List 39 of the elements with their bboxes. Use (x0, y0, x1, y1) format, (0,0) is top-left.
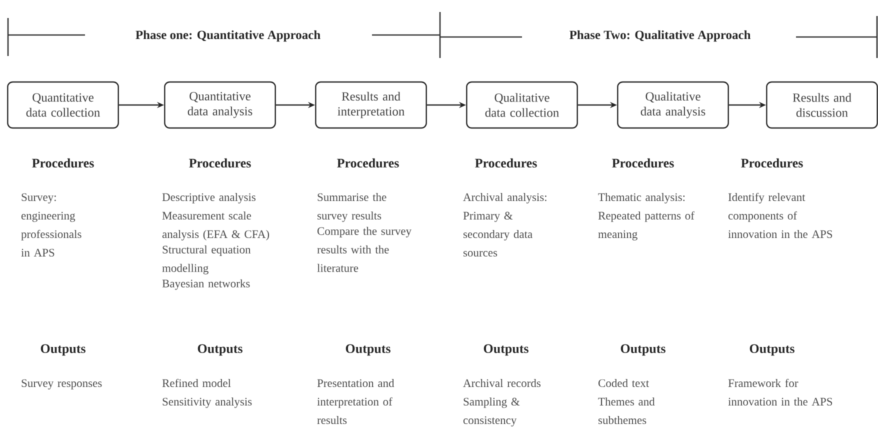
section-heading: Procedures (32, 158, 94, 168)
list-item: Framework for innovation in the APS (728, 378, 832, 406)
list-item: Presentation and interpretation of results (317, 378, 394, 424)
process-box: Quantitative data analysis (164, 81, 276, 129)
section-heading: Procedures (741, 158, 803, 168)
section-heading: Outputs (198, 344, 242, 356)
process-box: Qualitative data collection (466, 81, 578, 129)
list-item: Identify relevant components of innovation in the APS (728, 192, 832, 238)
list-item: Survey: engineering professionals in APS (21, 193, 82, 257)
section-heading: Outputs (484, 344, 528, 356)
section-heading: Procedures (612, 158, 674, 168)
process-box: Qualitative data analysis (617, 81, 729, 129)
list-item: Coded text (598, 378, 650, 388)
process-box: Results and interpretation (315, 81, 427, 129)
list-item: Bayesian networks (162, 279, 250, 290)
process-box: Results and discussion (766, 81, 878, 129)
section-heading: Outputs (40, 344, 86, 356)
list-item: Compare the survey results with the literature (317, 226, 412, 272)
list-item: Sensitivity analysis (162, 397, 252, 408)
list-item: Themes and subthemes (598, 397, 655, 424)
section-heading: Procedures (475, 158, 537, 168)
list-item: Archival analysis: Primary & secondary data sources (463, 192, 546, 257)
section-heading: Procedures (337, 158, 399, 168)
list-item: Sampling & consistency (463, 397, 520, 426)
list-item: Refined model (162, 378, 231, 388)
list-item: Thematic analysis: Repeated patterns of meaning (598, 192, 694, 240)
list-item: Survey responses (22, 379, 102, 390)
section-heading: Procedures (189, 158, 251, 168)
phase-title: Phase one: Quantitative Approach (136, 30, 320, 42)
list-item: Summarise the survey results (317, 192, 386, 222)
section-heading: Outputs (620, 344, 666, 356)
process-box: Quantitative data collection (7, 81, 119, 129)
list-item: Structural equation modelling (162, 245, 251, 274)
list-item: Archival records (463, 378, 540, 388)
section-heading: Outputs (346, 344, 390, 356)
section-heading: Outputs (750, 344, 794, 356)
phase-title: Phase Two: Qualitative Approach (569, 30, 751, 42)
list-item: Descriptive analysis (162, 192, 256, 204)
list-item: Measurement scale analysis (EFA & CFA) (162, 211, 270, 240)
